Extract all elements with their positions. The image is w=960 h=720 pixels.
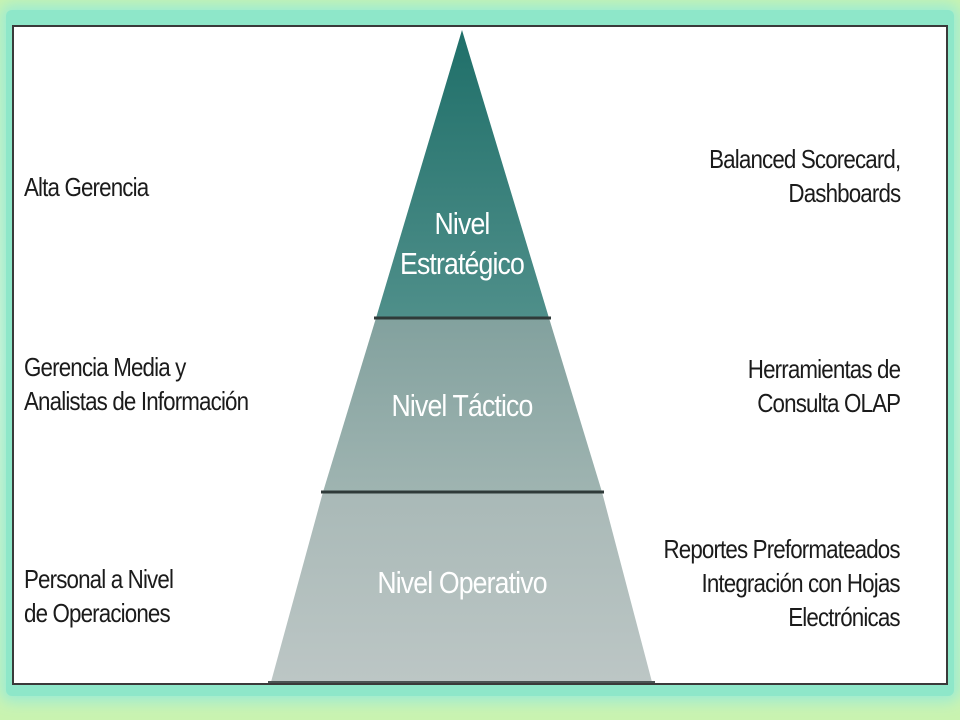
left-label-middle-line-2: Analistas de Información <box>24 386 249 416</box>
left-label-bottom-line-2: de Operaciones <box>24 598 171 628</box>
right-label-bottom-line-1: Reportes Preformateados <box>663 534 901 564</box>
left-label-bottom-line-1: Personal a Nivel <box>24 564 174 594</box>
right-label-top-line-2: Dashboards <box>788 178 901 208</box>
right-label-top: Balanced Scorecard, Dashboards <box>708 142 901 210</box>
right-label-top-line-1: Balanced Scorecard, <box>708 144 901 174</box>
level-operational-label: Nivel Operativo <box>377 565 547 600</box>
left-label-bottom: Personal a Nivel de Operaciones <box>24 562 174 630</box>
right-label-middle: Herramientas de Consulta OLAP <box>747 352 901 420</box>
level-tactical-label: Nivel Táctico <box>391 388 534 423</box>
level-strategic-label: Nivel Estratégico <box>376 204 548 284</box>
pyramid-level-tactical <box>323 318 602 492</box>
right-label-middle-line-1: Herramientas de <box>747 354 901 384</box>
left-label-top-line-1: Alta Gerencia <box>24 172 149 202</box>
left-label-middle-line-1: Gerencia Media y <box>24 352 186 382</box>
right-label-bottom-line-2: Integración con Hojas <box>701 568 901 598</box>
left-label-middle: Gerencia Media y Analistas de Informació… <box>24 350 249 418</box>
level-strategic-line-1: Nivel <box>434 206 491 241</box>
right-label-bottom-line-3: Electrónicas <box>788 602 901 632</box>
right-label-middle-line-2: Consulta OLAP <box>757 388 901 418</box>
right-label-bottom: Reportes Preformateados Integración con … <box>663 532 901 634</box>
left-label-top: Alta Gerencia <box>24 170 149 204</box>
level-strategic-line-2: Estratégico <box>400 246 525 281</box>
pyramid-level-strategic <box>376 30 549 318</box>
pyramid-level-operational <box>271 492 652 682</box>
